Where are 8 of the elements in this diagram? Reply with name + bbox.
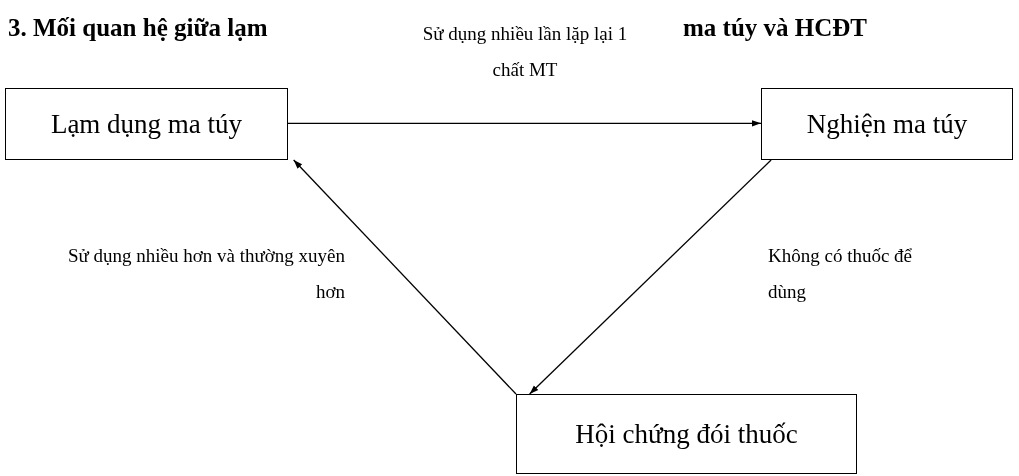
arrow — [287, 120, 762, 127]
title: 3. Mối quan hệ giữa lạm — [8, 14, 268, 42]
process-box: Hội chứng đói thuốc — [516, 394, 857, 474]
title-text: ma túy và HCĐT — [683, 14, 868, 42]
process-box: Lạm dụng ma túy — [5, 88, 288, 160]
arrow — [293, 159, 517, 395]
arrow — [529, 159, 772, 395]
process-box: Nghiện ma túy — [761, 88, 1013, 160]
